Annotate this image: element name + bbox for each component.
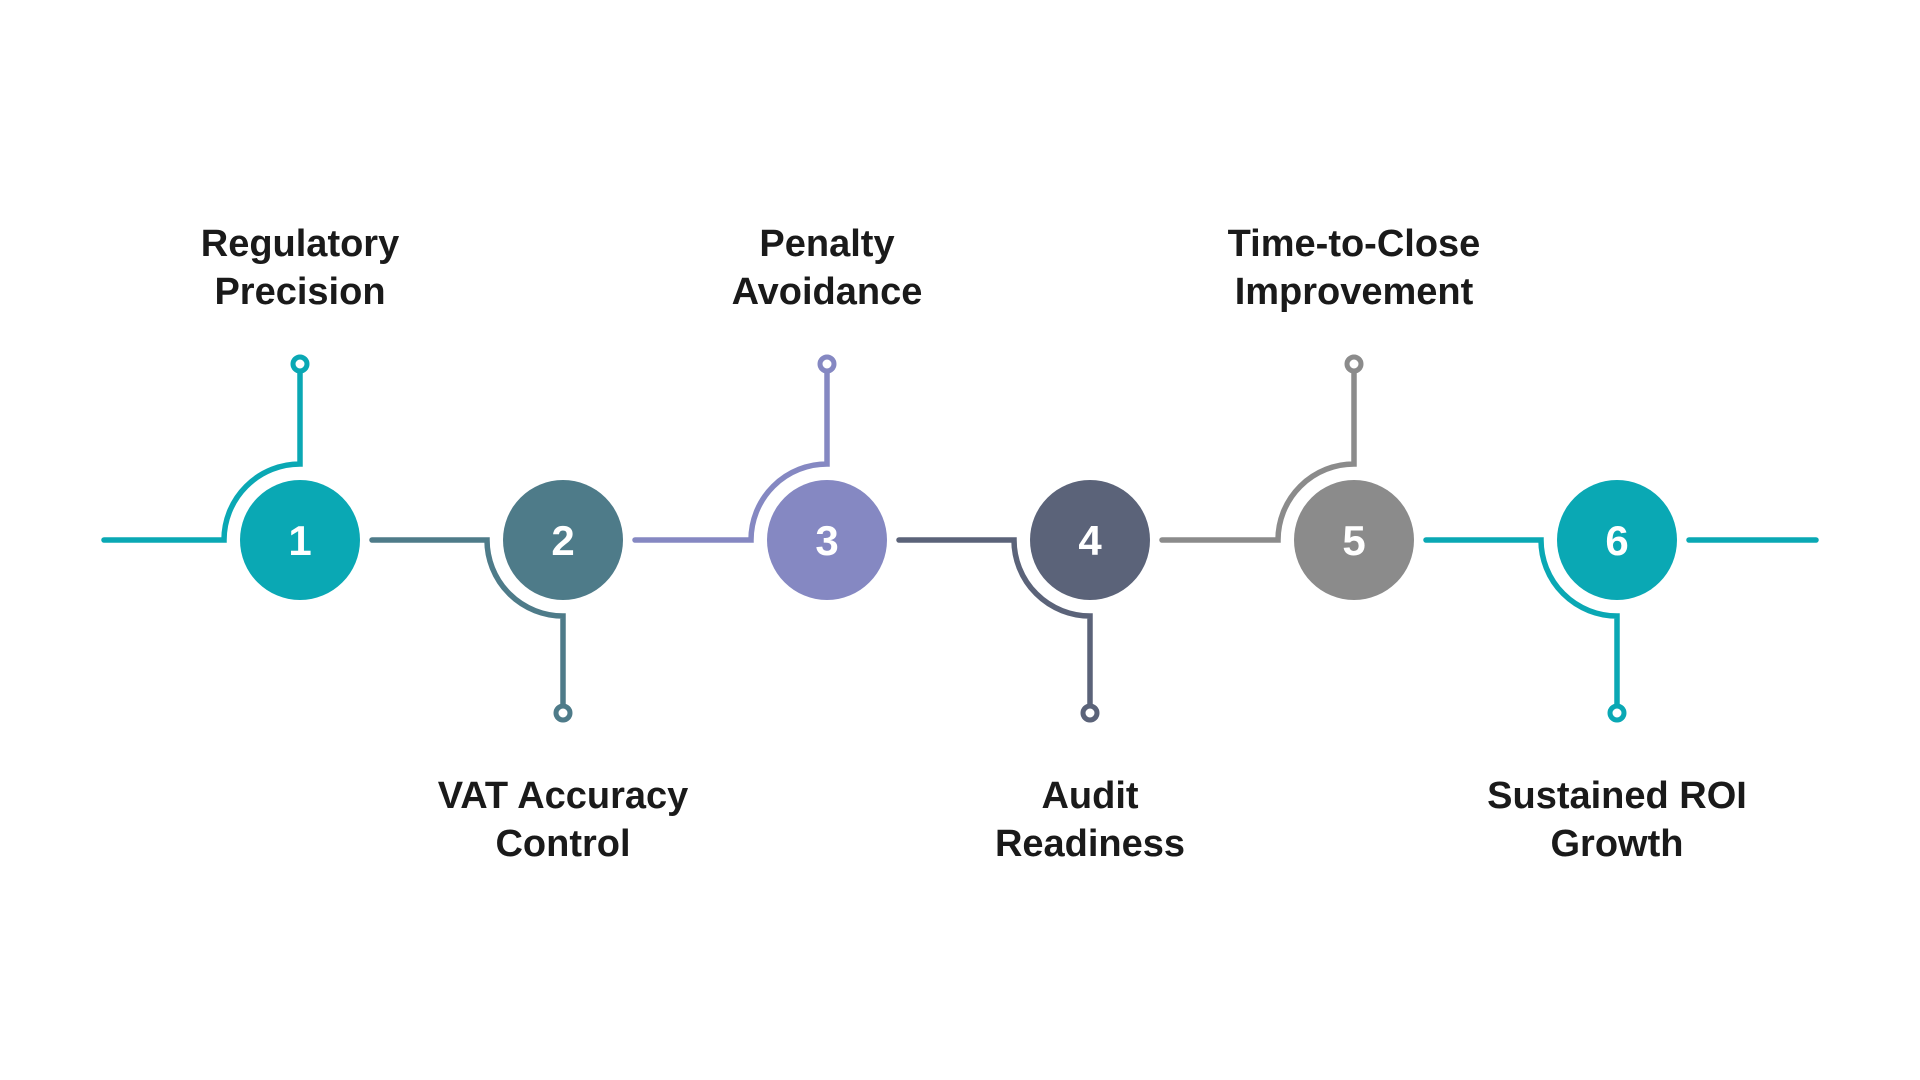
- step-group-2: 2: [369, 480, 623, 723]
- step-label-line: Improvement: [1234, 271, 1474, 313]
- step-number: 2: [551, 517, 574, 564]
- step-label-line: Penalty: [759, 223, 895, 265]
- step-label-line: Control: [495, 823, 631, 865]
- step-circle: [1294, 480, 1414, 600]
- connector-path: [1423, 537, 1620, 707]
- connector-ring: [290, 354, 310, 374]
- step-label-4: Audit Readiness: [870, 772, 1310, 868]
- step-label-line: Growth: [1550, 823, 1684, 865]
- step-label-line: Time-to-Close: [1227, 223, 1481, 265]
- step-label-line: Precision: [214, 271, 386, 313]
- step-label-1: Regulatory Precision: [80, 220, 520, 316]
- connector-path: [101, 369, 303, 543]
- step-group-4: 4: [896, 480, 1150, 723]
- step-label-line: Regulatory: [200, 223, 400, 265]
- connector-ring: [1344, 354, 1364, 374]
- connector-path: [896, 537, 1093, 707]
- step-number: 5: [1342, 517, 1365, 564]
- connector-ring: [553, 703, 573, 723]
- step-circle: [240, 480, 360, 600]
- step-circle: [1030, 480, 1150, 600]
- step-label-2: VAT Accuracy Control: [343, 772, 783, 868]
- step-label-line: Audit: [1041, 775, 1139, 817]
- step-number: 1: [288, 517, 311, 564]
- connector-ring: [1607, 703, 1627, 723]
- step-group-6: 6: [1423, 480, 1819, 723]
- connector-path: [632, 369, 830, 543]
- step-number: 3: [815, 517, 838, 564]
- step-label-line: Readiness: [994, 823, 1186, 865]
- step-circle: [767, 480, 887, 600]
- connector-ring: [1080, 703, 1100, 723]
- step-label-6: Sustained ROI Growth: [1397, 772, 1837, 868]
- connector-path: [1159, 369, 1357, 543]
- step-circle: [1557, 480, 1677, 600]
- step-group-5: 5: [1159, 354, 1414, 600]
- step-label-line: Avoidance: [731, 271, 923, 313]
- step-number: 6: [1605, 517, 1628, 564]
- step-label-5: Time-to-Close Improvement: [1134, 220, 1574, 316]
- step-label-line: VAT Accuracy: [437, 775, 689, 817]
- step-label-3: Penalty Avoidance: [607, 220, 1047, 316]
- step-group-3: 3: [632, 354, 887, 600]
- step-circle: [503, 480, 623, 600]
- step-label-line: Sustained ROI: [1487, 775, 1747, 817]
- connector-path: [369, 537, 566, 707]
- step-number: 4: [1078, 517, 1102, 564]
- connector-ring: [817, 354, 837, 374]
- step-group-1: 1: [101, 354, 360, 600]
